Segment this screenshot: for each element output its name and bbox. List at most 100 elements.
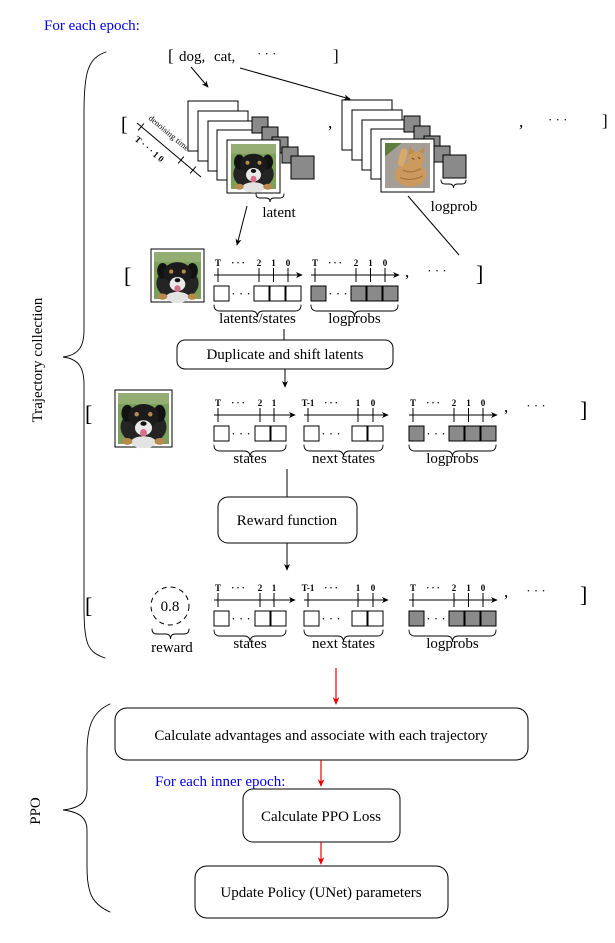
cat-image bbox=[384, 142, 431, 189]
timeline-caption: next states bbox=[312, 636, 375, 652]
timeline-tick-label: 2 bbox=[258, 583, 263, 593]
timeline-caption: states bbox=[233, 451, 266, 467]
timeline-underbrace bbox=[213, 444, 287, 458]
timeline-tick-dots: · · · bbox=[426, 398, 440, 408]
arrow-latent-to-trajectory bbox=[235, 205, 248, 246]
denoising-time-axis bbox=[136, 122, 202, 178]
timeline-square bbox=[303, 425, 320, 442]
timeline-square bbox=[480, 425, 497, 442]
stack-close-bracket: ] bbox=[602, 111, 608, 130]
timeline-square bbox=[351, 425, 368, 442]
timeline-square bbox=[464, 610, 481, 627]
reward-value: 0.8 bbox=[161, 599, 180, 615]
reward-row: [ 0.8 reward , · · · ] bbox=[85, 582, 587, 656]
timeline-tick-dots: · · · bbox=[324, 583, 338, 593]
timeline-caption: logprobs bbox=[426, 636, 479, 652]
reward-caption: reward bbox=[151, 640, 193, 656]
ppo-brace bbox=[62, 703, 111, 913]
timeline-square bbox=[480, 610, 497, 627]
timeline-caption: logprobs bbox=[328, 311, 381, 327]
timeline-tick-label: 1 bbox=[271, 258, 276, 268]
timeline-square bbox=[448, 610, 465, 627]
prompt-close-bracket: ] bbox=[333, 46, 339, 65]
timeline-square bbox=[448, 425, 465, 442]
timeline-underbrace bbox=[213, 629, 287, 643]
row-close-bracket: ] bbox=[476, 261, 483, 286]
timeline-tick-label: 2 bbox=[452, 583, 457, 593]
trajectory-collection-brace bbox=[62, 51, 107, 659]
timeline-square bbox=[303, 610, 320, 627]
ppo-loss-label: Calculate PPO Loss bbox=[261, 809, 381, 825]
row-ellipsis: · · · bbox=[526, 583, 546, 598]
timeline-tick-label: 1 bbox=[356, 583, 361, 593]
axis-tick bbox=[177, 156, 185, 164]
update-policy-box bbox=[194, 865, 449, 919]
row-comma: , bbox=[405, 262, 409, 281]
timeline-underbrace bbox=[408, 629, 497, 643]
latent-label: latent bbox=[262, 205, 296, 221]
axis-tick bbox=[137, 123, 145, 131]
timeline-tick-label: 1 bbox=[272, 583, 277, 593]
timeline-underbrace bbox=[408, 444, 497, 458]
timeline-tick-dots: · · · bbox=[324, 398, 338, 408]
timeline-square bbox=[254, 610, 271, 627]
timeline-tick-label: T-1 bbox=[302, 583, 315, 593]
timeline-squares-dots: · · · bbox=[321, 426, 341, 441]
timeline-tick-label: 2 bbox=[452, 398, 457, 408]
timeline-tick-label: 2 bbox=[354, 258, 359, 268]
shifted-row: [ , · · · ] bbox=[85, 389, 587, 449]
row-comma: , bbox=[504, 582, 508, 601]
row-ellipsis: · · · bbox=[427, 263, 447, 278]
outer-loop-label: For each epoch: bbox=[44, 18, 140, 34]
timeline-underbrace bbox=[303, 629, 384, 643]
inner-loop-label: For each inner epoch: bbox=[155, 774, 285, 790]
timeline-caption: latents/states bbox=[219, 311, 296, 327]
timeline-square bbox=[254, 425, 271, 442]
reward-function-label: Reward function bbox=[237, 513, 338, 529]
timeline-tick-label: 1 bbox=[356, 398, 361, 408]
timeline-caption: logprobs bbox=[426, 451, 479, 467]
timeline-square bbox=[270, 610, 287, 627]
timeline-tick-label: 2 bbox=[257, 258, 262, 268]
timeline-square bbox=[213, 425, 230, 442]
timeline-squares-dots: · · · bbox=[231, 286, 251, 301]
update-policy-label: Update Policy (UNet) parameters bbox=[220, 885, 421, 901]
logprob-underbrace bbox=[440, 179, 467, 189]
timeline-caption: states bbox=[233, 636, 266, 652]
row-open-bracket: [ bbox=[85, 401, 92, 426]
trajectory-collection-label: Trajectory collection bbox=[30, 297, 46, 422]
logprob-square bbox=[290, 155, 315, 180]
timeline-tick-label: 1 bbox=[272, 398, 277, 408]
arrow-prompt-to-cat-stack bbox=[239, 67, 351, 101]
timeline-square bbox=[213, 285, 230, 302]
timeline-square bbox=[350, 285, 367, 302]
timeline-tick-label: T-1 bbox=[302, 398, 315, 408]
stack-ellipsis: · · · bbox=[548, 112, 568, 127]
timeline-tick-label: 1 bbox=[466, 398, 471, 408]
timeline-tick-dots: · · · bbox=[426, 583, 440, 593]
timeline-squares-dots: · · · bbox=[231, 611, 251, 626]
timeline-tick-label: 0 bbox=[481, 398, 486, 408]
timeline-tick-label: 0 bbox=[286, 258, 291, 268]
timeline-tick-label: T bbox=[312, 258, 318, 268]
timeline-squares-dots: · · · bbox=[321, 611, 341, 626]
timeline-square bbox=[285, 285, 302, 302]
prompt-ellipsis: · · · bbox=[257, 46, 277, 61]
row-close-bracket: ] bbox=[580, 582, 587, 607]
timeline-underbrace bbox=[303, 444, 384, 458]
timeline-square bbox=[382, 285, 399, 302]
timeline-square bbox=[367, 610, 384, 627]
advantages-label: Calculate advantages and associate with … bbox=[154, 728, 488, 744]
timeline-caption: next states bbox=[312, 451, 375, 467]
timeline-tick-label: T bbox=[215, 258, 221, 268]
timeline-tick-label: T bbox=[215, 398, 221, 408]
prompt-list: [ dog, cat, · · · ] bbox=[168, 46, 339, 65]
timeline-squares-dots: · · · bbox=[426, 611, 446, 626]
line-cat-to-trajectory bbox=[407, 195, 460, 256]
timeline-tick-dots: · · · bbox=[231, 398, 245, 408]
denoising-axis-ticks: T · · · 1 0 bbox=[133, 134, 167, 165]
stack-open-bracket: [ bbox=[121, 114, 128, 136]
